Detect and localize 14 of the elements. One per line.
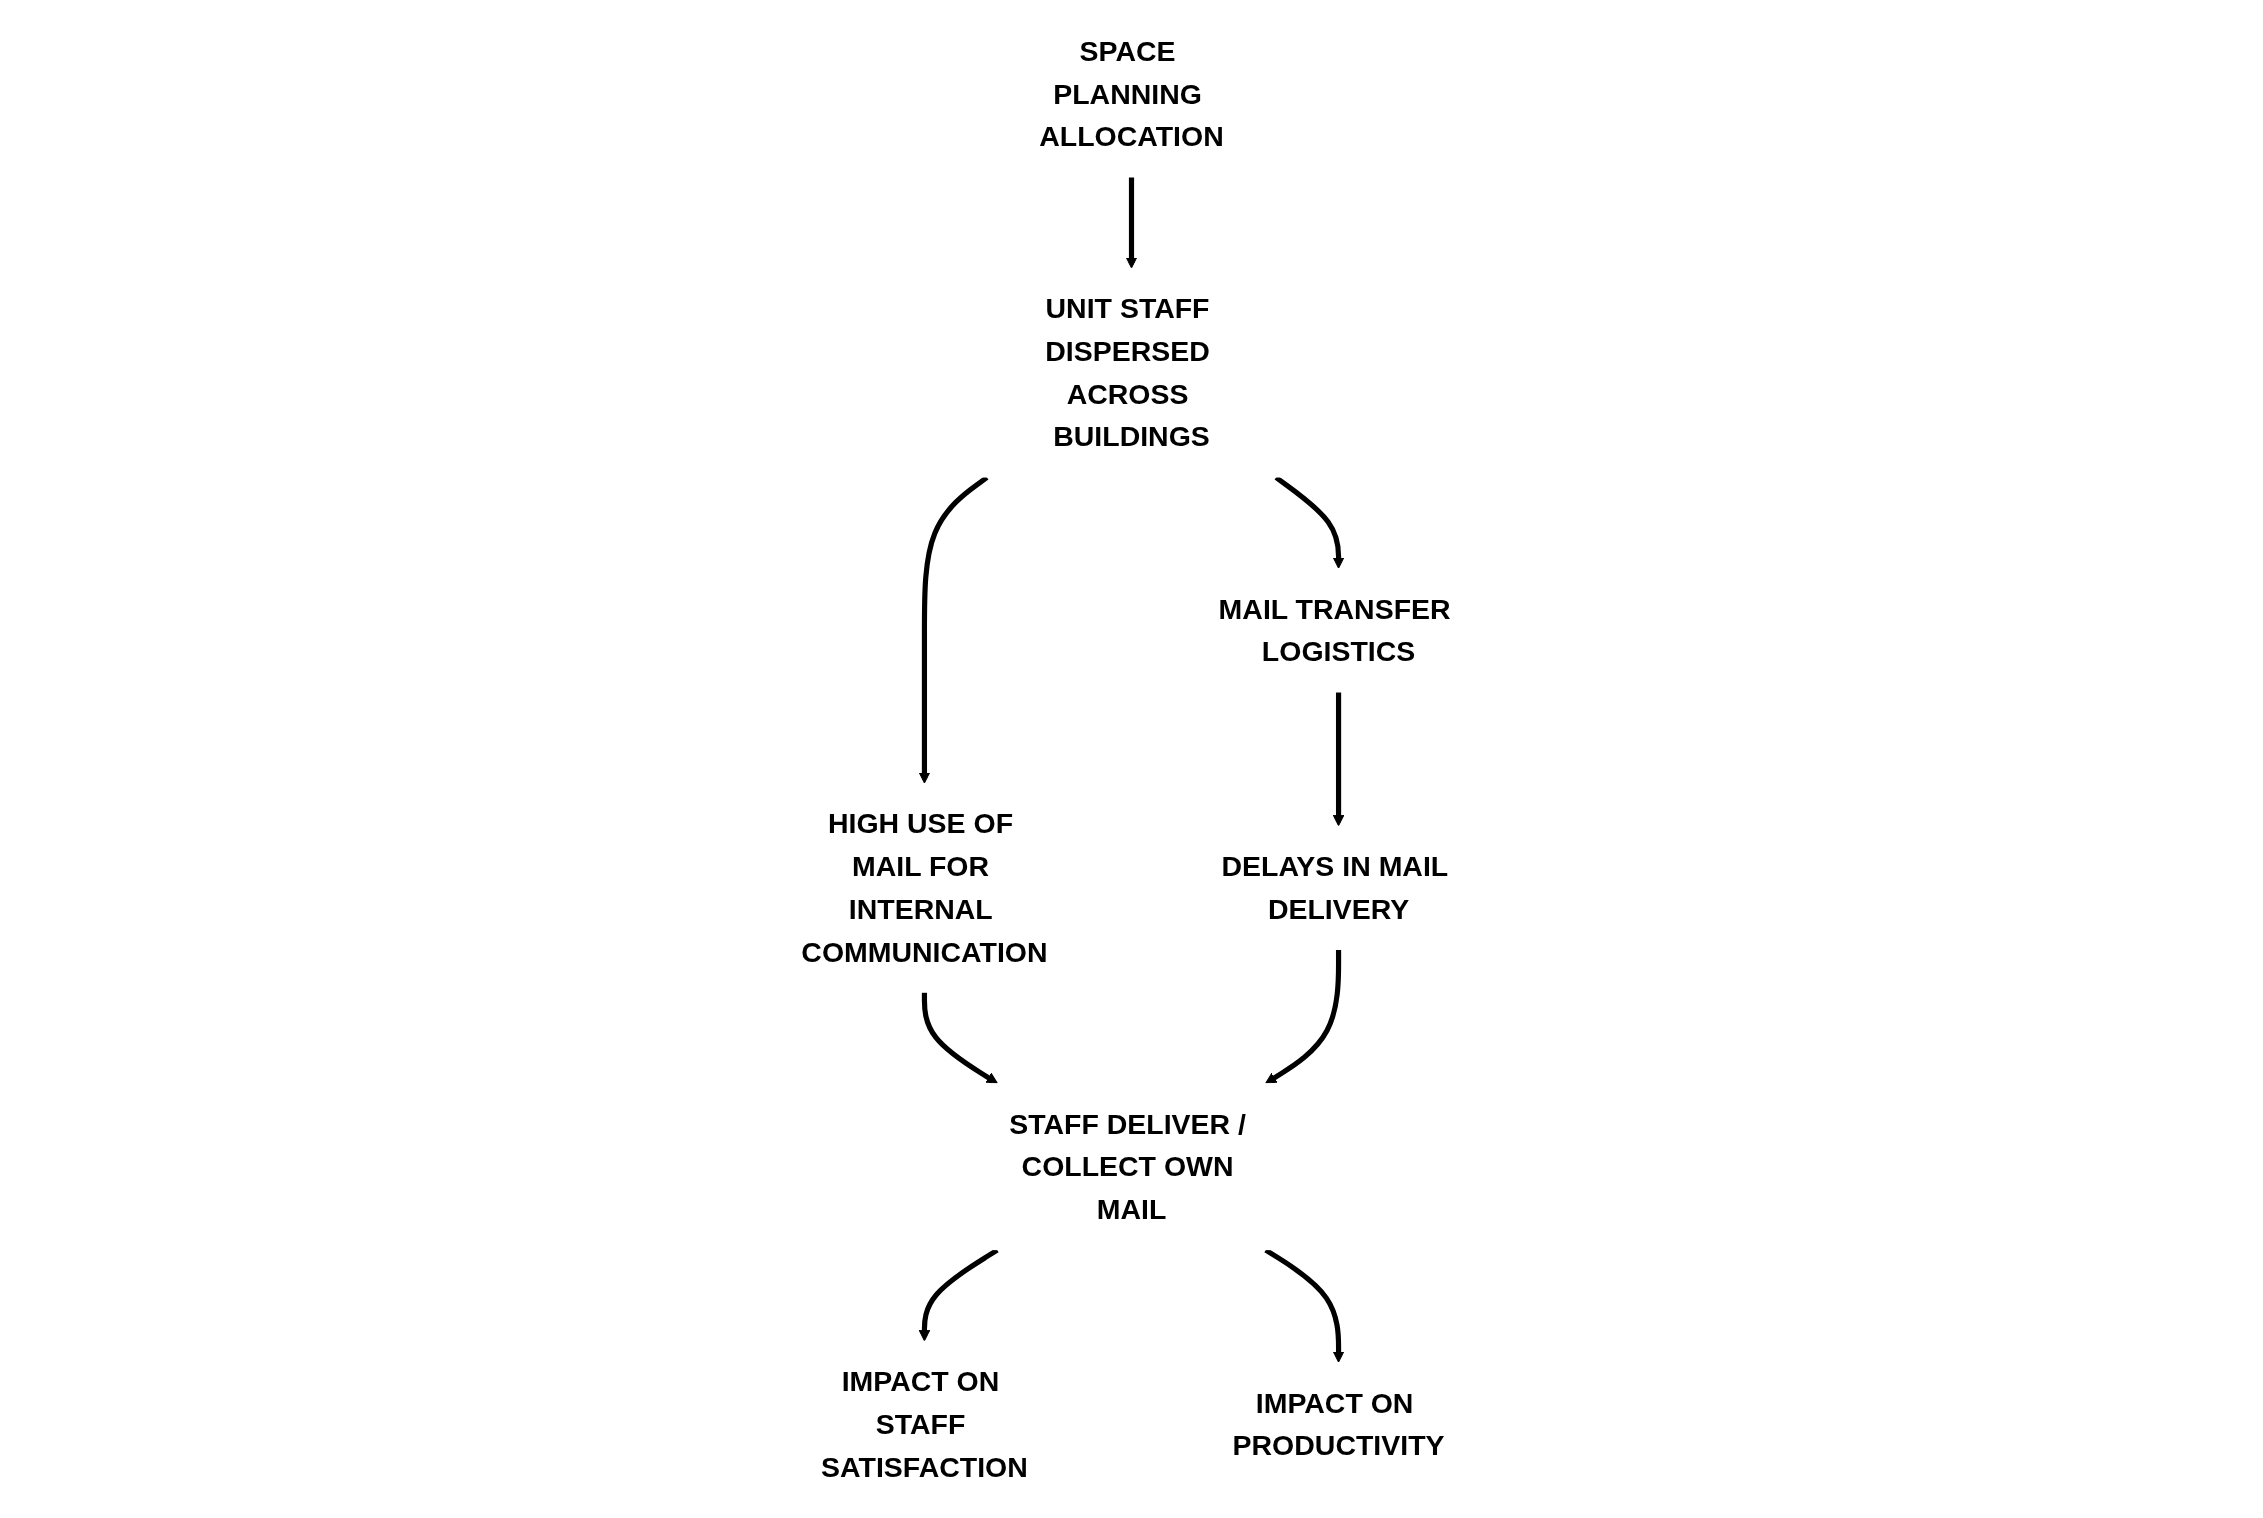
node-text: UNIT STAFF DISPERSED ACROSS BUILDINGS <box>1045 292 1210 453</box>
node-text: MAIL TRANSFER LOGISTICS <box>1218 592 1451 668</box>
node-text: SPACE PLANNING ALLOCATION <box>1039 34 1224 153</box>
node-text: STAFF DELIVER / COLLECT OWN MAIL <box>1009 1107 1246 1226</box>
node-text: IMPACT ON STAFF SATISFACTION <box>821 1365 1028 1484</box>
arrow <box>918 475 989 784</box>
node-text: IMPACT ON PRODUCTIVITY <box>1232 1386 1445 1462</box>
arrow <box>921 992 998 1084</box>
arrow <box>1274 475 1345 569</box>
arrow <box>1265 949 1342 1084</box>
node-text: DELAYS IN MAIL DELIVERY <box>1221 850 1448 926</box>
arrow <box>1125 177 1138 269</box>
node-text: HIGH USE OF MAIL FOR INTERNAL COMMUNICATION <box>801 807 1048 968</box>
arrow <box>1332 692 1345 827</box>
